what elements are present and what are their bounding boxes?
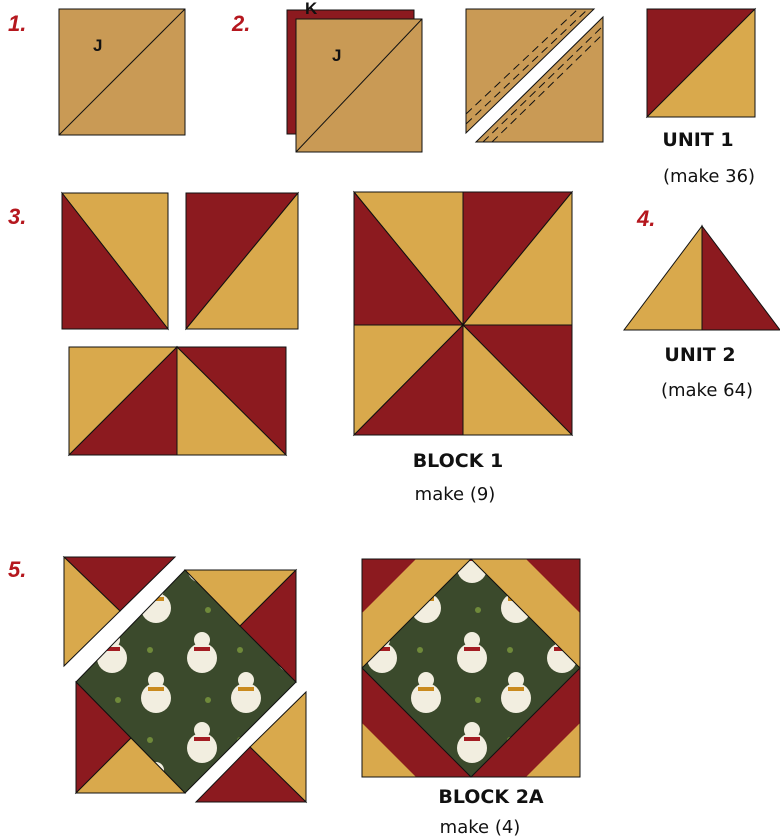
step3-unit-right bbox=[186, 193, 298, 329]
step-number-1: 1. bbox=[8, 11, 26, 36]
unit-2-count: (make 64) bbox=[661, 380, 753, 401]
step3-joined-pair bbox=[69, 347, 286, 455]
square-j-with-diagonal bbox=[59, 9, 185, 135]
label-k: K bbox=[305, 0, 318, 18]
step-number-3: 3. bbox=[8, 204, 26, 229]
unit-1-title: UNIT 1 bbox=[662, 129, 733, 151]
label-j-step2: J bbox=[332, 46, 341, 65]
step-number-2: 2. bbox=[231, 11, 250, 36]
unit-1-half-square-triangle bbox=[647, 9, 755, 117]
block-1-count: make (9) bbox=[415, 484, 496, 505]
step-number-4: 4. bbox=[636, 206, 655, 231]
step-number-5: 5. bbox=[8, 557, 26, 582]
step3-unit-left bbox=[62, 193, 168, 329]
block-2a-count: make (4) bbox=[440, 817, 521, 837]
square-j-on-top bbox=[296, 19, 422, 152]
block-2a-title: BLOCK 2A bbox=[438, 786, 544, 808]
block-2a bbox=[362, 559, 580, 777]
step5-exploded-block bbox=[64, 557, 306, 802]
unit-2-title: UNIT 2 bbox=[664, 344, 735, 366]
unit-2-triangle bbox=[624, 226, 780, 330]
block-1-title: BLOCK 1 bbox=[413, 450, 504, 472]
block-1-pinwheel bbox=[354, 192, 572, 435]
label-j-step1: J bbox=[93, 36, 102, 55]
unit-1-count: (make 36) bbox=[663, 166, 755, 187]
